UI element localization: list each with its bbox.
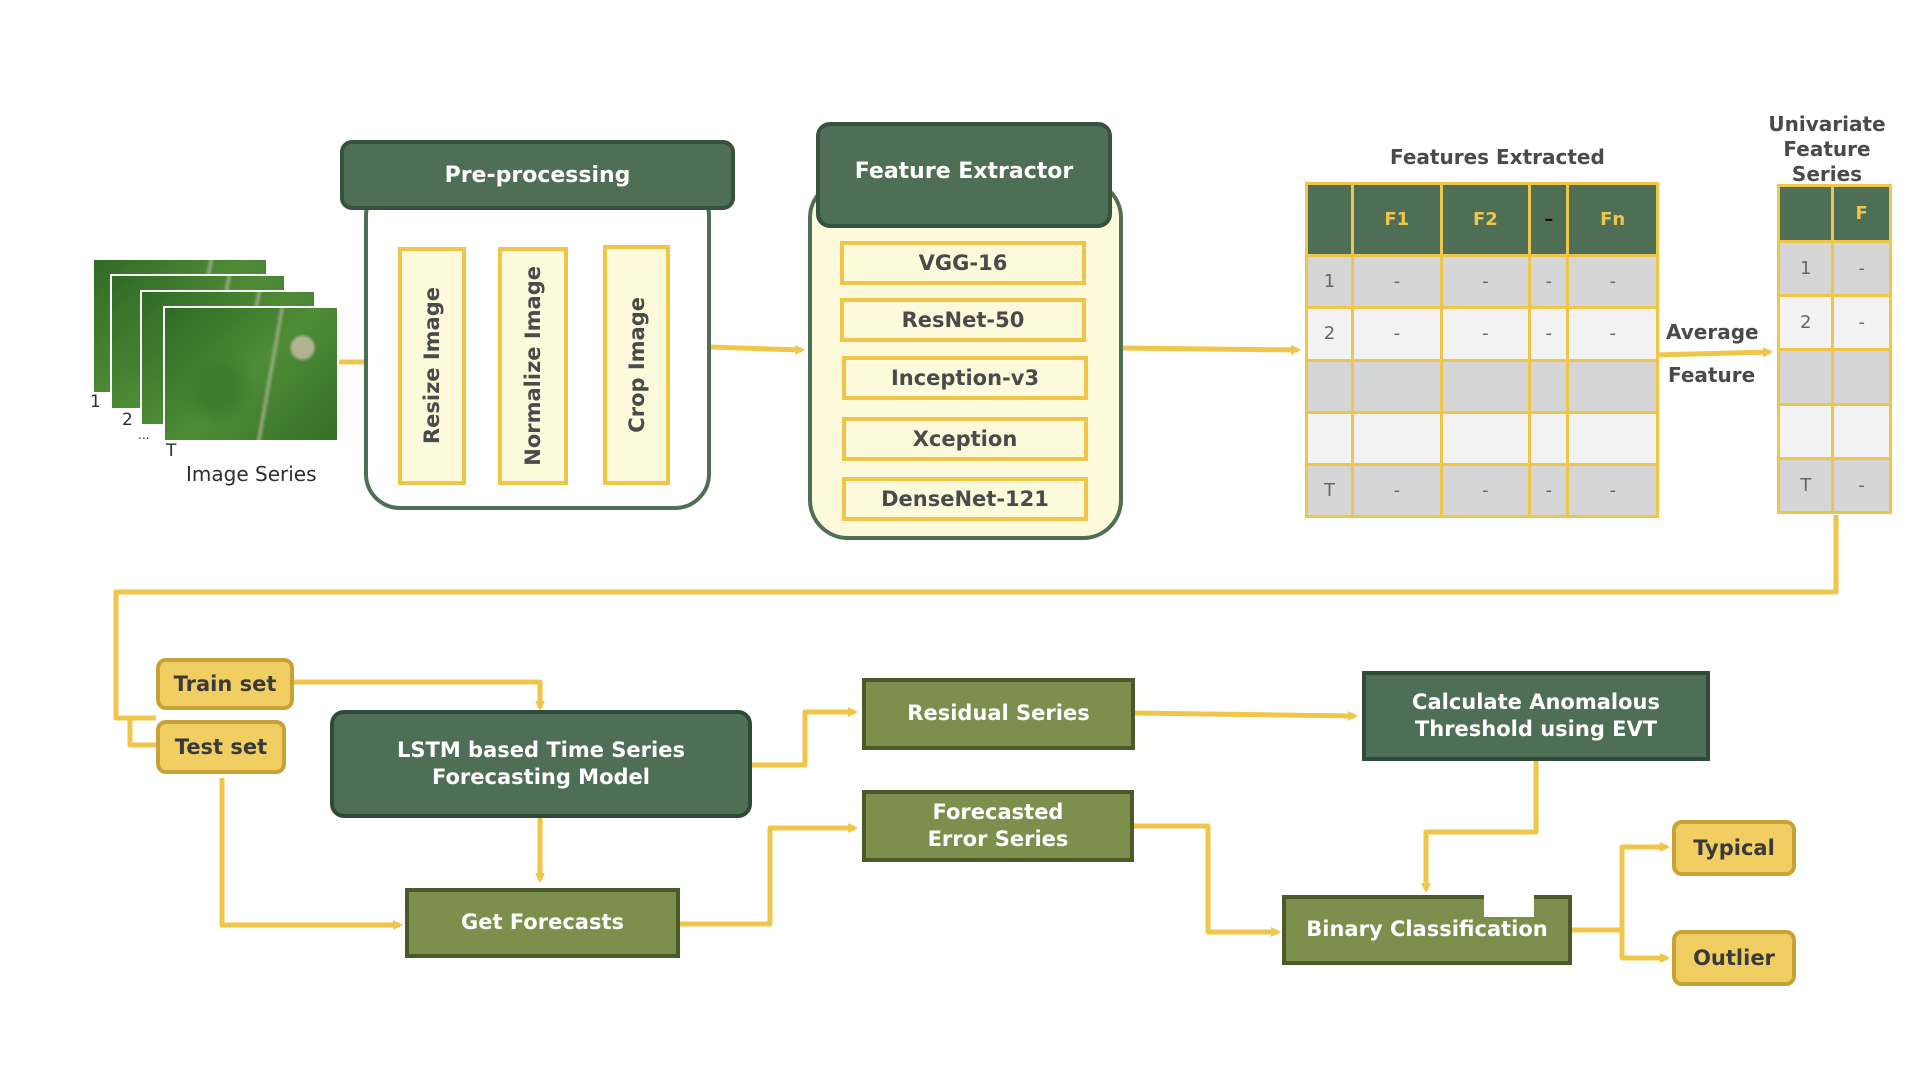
arrow-lstm-to-residual [752,707,858,768]
univariate-table: F 1- 2- T- [1776,183,1892,515]
model-inception-v3: Inception-v3 [842,356,1088,400]
features-table-title: Features Extracted [1390,145,1605,169]
model-vgg16: VGG-16 [840,241,1086,285]
feature-extractor-title: Feature Extractor [854,158,1074,184]
feature-label: Feature [1668,363,1756,387]
get-forecasts: Get Forecasts [405,888,680,958]
model-xception: Xception [842,417,1088,461]
preprocessing-header: Pre-processing [340,140,735,210]
model-densenet121: DenseNet-121 [842,477,1088,521]
step-resize-image: Resize Image [398,247,466,485]
arrow-extractor-to-table [1119,344,1301,355]
feature-extractor-header: Feature Extractor [816,122,1112,228]
image-number-2: 2 [122,410,133,430]
image-series-label: Image Series [186,462,317,486]
arrow-error-to-binary [1134,823,1281,937]
arrow-branch-test [116,715,156,748]
model-resnet50: ResNet-50 [840,298,1086,342]
image-number-T: T [166,441,177,461]
step-crop-image: Crop Image [603,245,670,485]
binary-notch [1484,893,1534,917]
test-set: Test set [156,720,286,774]
image-number-ellipsis: ... [138,428,150,442]
arrow-to-typical [1619,842,1670,930]
image-number-1: 1 [90,392,101,412]
arrow-preprocess-to-extractor [709,344,805,355]
preprocessing-title: Pre-processing [444,162,631,188]
arrow-residual-to-threshold [1134,710,1358,721]
lstm-model: LSTM based Time Series Forecasting Model [330,710,752,818]
average-label: Average [1666,320,1759,344]
forecasted-error-series: Forecasted Error Series [862,790,1134,862]
arrow-test-to-forecasts [219,778,403,930]
univariate-title: Univariate Feature Series [1768,112,1886,186]
residual-series: Residual Series [862,678,1135,750]
satellite-image-4 [163,306,339,442]
features-table: F1 F2 – Fn 1---- 2---- T---- [1304,181,1659,519]
arrow-threshold-to-binary [1421,760,1539,893]
arrow-to-outlier [1619,930,1670,963]
arrow-table-to-univariate [1654,347,1773,358]
step-normalize-image: Normalize Image [498,247,568,485]
arrow-train-to-lstm [294,679,545,711]
outlier-outcome: Outlier [1672,930,1796,986]
arrow-forecasts-to-error [680,823,858,927]
train-set: Train set [156,658,294,710]
typical-outcome: Typical [1672,820,1796,876]
anomalous-threshold: Calculate Anomalous Threshold using EVT [1362,671,1710,761]
